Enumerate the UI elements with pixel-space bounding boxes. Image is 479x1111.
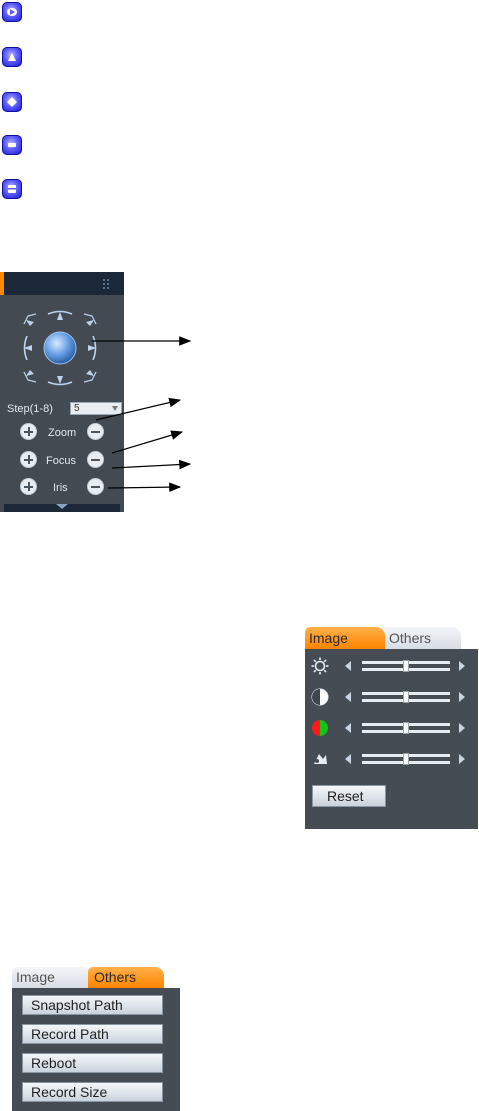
pan-down-left-icon[interactable] [26,370,34,376]
up-arrow-icon[interactable] [2,47,22,67]
contrast-row [305,686,478,708]
saturation-slider[interactable] [362,721,450,735]
tab-others-active[interactable]: Others [88,967,164,988]
iris-close-button[interactable] [87,478,104,495]
reboot-button[interactable]: Reboot [22,1053,163,1073]
brightness-increase-icon[interactable] [459,661,465,671]
hue-decrease-icon[interactable] [345,754,351,764]
play-icon[interactable] [2,2,22,22]
ptz-panel: Step(1-8) 5 Zoom Focus Iris [0,272,124,512]
others-panel-body: Snapshot Path Record Path Reboot Record … [12,988,180,1111]
pan-left-icon[interactable] [24,345,32,351]
brightness-slider[interactable] [362,659,450,673]
hue-increase-icon[interactable] [459,754,465,764]
chevron-down-icon [112,406,118,411]
reset-button[interactable]: Reset [312,785,386,807]
step-select[interactable]: 5 [70,402,122,415]
ptz-center-ball-icon[interactable] [43,331,77,365]
pan-up-icon[interactable] [57,312,63,320]
pan-down-icon[interactable] [57,376,63,384]
contrast-decrease-icon[interactable] [345,692,351,702]
record-size-button[interactable]: Record Size [22,1082,163,1102]
tab-image-inactive[interactable]: Image [12,967,92,988]
zoom-in-button[interactable] [20,423,37,440]
zoom-out-button[interactable] [87,423,104,440]
saturation-decrease-icon[interactable] [345,723,351,733]
saturation-icon [312,720,328,736]
tab-image[interactable]: Image [305,627,385,649]
zoom-label: Zoom [48,427,77,439]
minus-icon[interactable] [2,135,22,155]
contrast-slider[interactable] [362,690,450,704]
ptz-header-accent [0,272,4,295]
annotation-arrows [92,336,192,492]
hue-icon [314,754,327,764]
brightness-row [305,655,478,677]
others-settings-panel: Image Others Snapshot Path Record Path R… [12,967,180,1111]
ptz-header [0,272,124,295]
pan-down-right-icon[interactable] [86,370,94,376]
contrast-icon [311,688,329,706]
saturation-increase-icon[interactable] [459,723,465,733]
focus-out-button[interactable] [87,451,104,468]
record-path-button[interactable]: Record Path [22,1024,163,1044]
focus-in-button[interactable] [20,451,37,468]
drag-grip-icon[interactable] [102,278,110,290]
focus-label: Focus [46,455,76,467]
iris-label: Iris [53,482,68,494]
diamond-icon[interactable] [2,92,22,112]
saturation-row [305,717,478,739]
pan-right-icon[interactable] [88,345,96,351]
pan-up-right-icon[interactable] [86,320,94,326]
ptz-collapse-handle[interactable] [4,504,120,512]
hue-slider[interactable] [362,752,450,766]
image-settings-panel: Others Image [305,627,478,829]
direction-pad [23,310,97,386]
image-panel-body: Reset [305,649,478,829]
pan-up-left-icon[interactable] [26,320,34,326]
list-icon[interactable] [2,179,22,199]
brightness-decrease-icon[interactable] [345,661,351,671]
hue-row [305,748,478,770]
snapshot-path-button[interactable]: Snapshot Path [22,995,163,1015]
contrast-increase-icon[interactable] [459,692,465,702]
step-value: 5 [74,403,80,414]
brightness-icon [311,657,329,675]
step-label: Step(1-8) [7,403,53,415]
tab-others[interactable]: Others [379,627,461,649]
iris-open-button[interactable] [20,478,37,495]
